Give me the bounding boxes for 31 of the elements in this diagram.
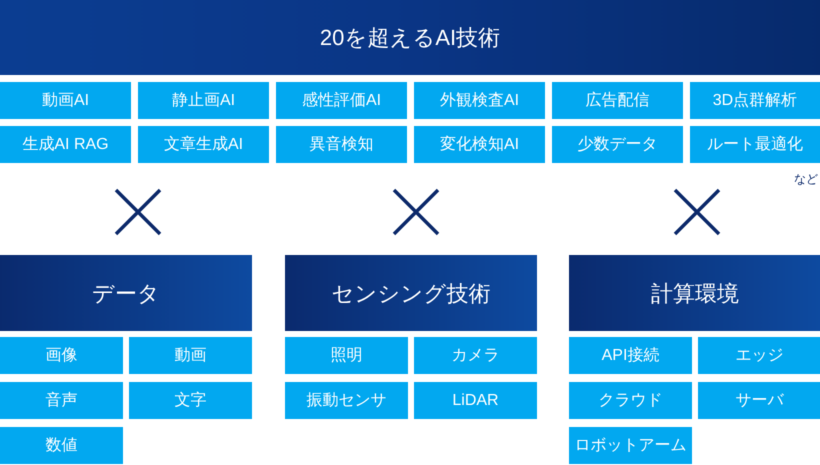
technology-tile: 異音検知 [276, 126, 407, 163]
category-header: センシング技術 [285, 255, 537, 331]
item-tile: 音声 [0, 382, 123, 419]
technology-tile: 変化検知AI [414, 126, 545, 163]
technology-tile: 静止画AI [138, 82, 269, 119]
item-tile: API接続 [569, 337, 692, 374]
item-tile: 数値 [0, 427, 123, 464]
technology-tile: 生成AI RAG [0, 126, 131, 163]
technology-tile: 動画AI [0, 82, 131, 119]
item-tile: サーバ [698, 382, 820, 419]
technology-tile: 文章生成AI [138, 126, 269, 163]
item-tile: 文字 [129, 382, 252, 419]
technology-tile: 広告配信 [552, 82, 683, 119]
item-tile: エッジ [698, 337, 820, 374]
title-banner: 20を超えるAI技術 [0, 0, 820, 75]
category-header: データ [0, 255, 252, 331]
item-tile: ロボットアーム [569, 427, 692, 464]
note-text: など [794, 171, 818, 188]
item-tile: 振動センサ [285, 382, 408, 419]
item-tile: LiDAR [414, 382, 537, 419]
item-tile: 動画 [129, 337, 252, 374]
item-tile: クラウド [569, 382, 692, 419]
item-tile: 照明 [285, 337, 408, 374]
category-header: 計算環境 [569, 255, 820, 331]
technology-tile: ルート最適化 [690, 126, 820, 163]
technology-tile: 少数データ [552, 126, 683, 163]
item-tile: 画像 [0, 337, 123, 374]
technology-tile: 外観検査AI [414, 82, 545, 119]
technology-tile: 3D点群解析 [690, 82, 820, 119]
technology-tile: 感性評価AI [276, 82, 407, 119]
item-tile: カメラ [414, 337, 537, 374]
